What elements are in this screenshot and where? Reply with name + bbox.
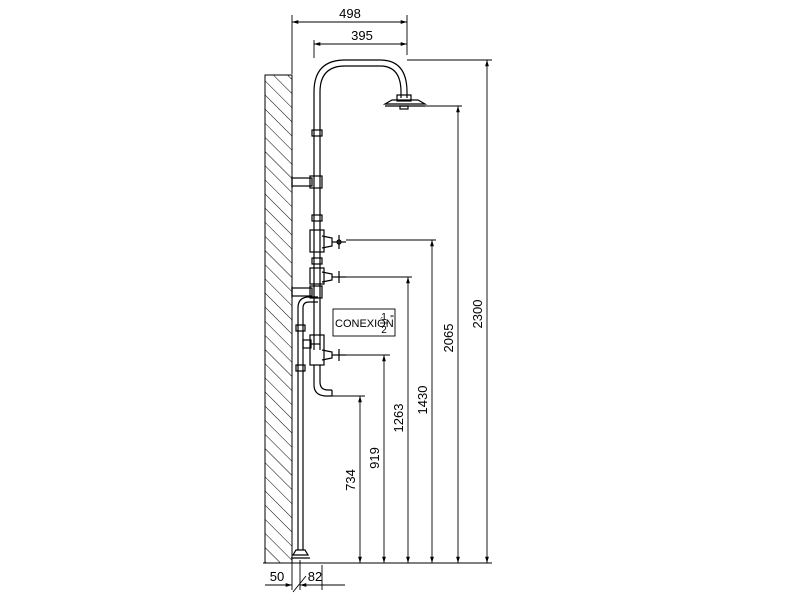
dim-50-label: 50 [270,569,284,584]
upper-wall-bracket [291,175,323,189]
dim-2300-label: 2300 [470,300,485,329]
lower-valve [302,334,346,366]
middle-valve [309,267,346,285]
dim-734-label: 734 [343,469,358,491]
connection-fraction-den: 2 [381,325,387,336]
vertical-dimensions [358,60,489,563]
dim-2065-label: 2065 [441,324,456,353]
upper-valve [309,229,346,253]
top-dimensions [291,15,408,74]
dim-82-label: 82 [308,569,322,584]
connection-text: CONEXIÓN [335,317,394,330]
shower-column [291,59,428,559]
connection-fraction-num: 1 [381,312,387,323]
connection-label: CONEXIÓN 1 2 " [332,308,396,337]
shower-head [382,94,428,110]
wall [264,74,293,564]
dim-1263-label: 1263 [391,404,406,433]
dim-395-label: 395 [351,28,373,43]
lower-wall-bracket [291,285,323,299]
dim-1430-label: 1430 [415,386,430,415]
connection-inch-mark: " [390,314,394,325]
supply-riser [291,296,318,559]
extension-lines [332,59,492,397]
bottom-dimensions [265,560,345,593]
dim-919-label: 919 [367,447,382,469]
dim-498-label: 498 [339,6,361,21]
